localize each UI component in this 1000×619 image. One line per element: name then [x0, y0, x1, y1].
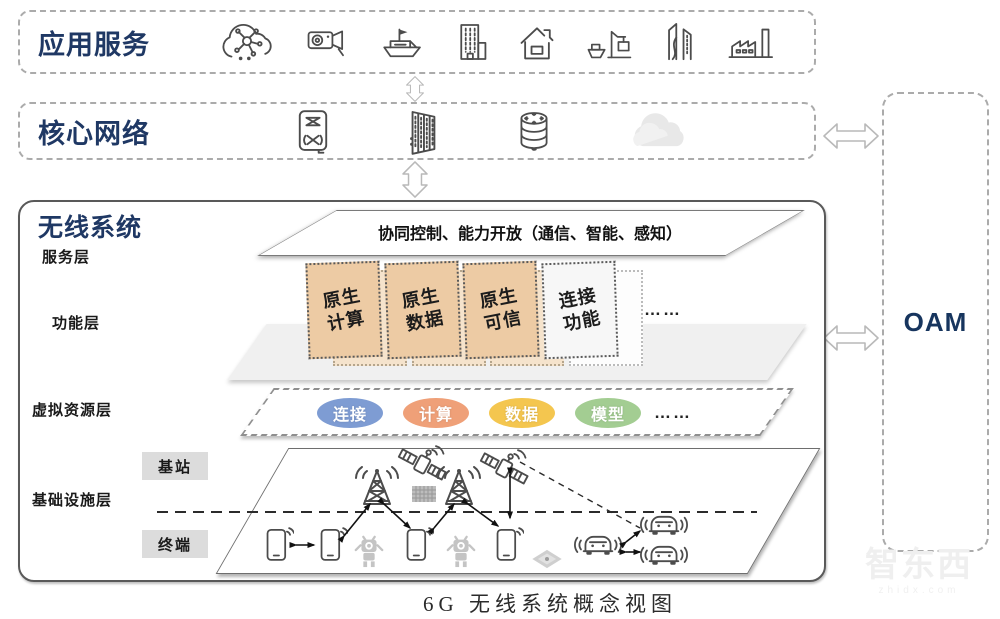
smartphone-icon: [264, 524, 294, 564]
hatch-block-icon: [412, 486, 436, 502]
core-network-title: 核心网络: [38, 118, 150, 149]
core-network-panel: 核心网络: [18, 102, 816, 160]
wireless-system-panel: 无线系统 服务层 功能层 虚拟资源层 基础设施层 基站 终端 协同控制、能力开放…: [18, 200, 826, 582]
connected-car-icon: [572, 530, 624, 558]
base-station-badge: 基站: [142, 452, 208, 480]
core-network-icons: [296, 107, 796, 155]
resource-oval-1: 连接: [317, 398, 383, 428]
function-ellipsis: ……: [644, 300, 682, 319]
smart-home-icon: [516, 22, 558, 62]
ship-icon: [378, 21, 428, 63]
oam-label: OAM: [903, 306, 968, 337]
smartphone-icon: [318, 524, 348, 564]
infrastructure-layer-label: 基础设施层: [32, 492, 113, 509]
figure-caption: 6G 无线系统概念视图: [423, 592, 677, 616]
radio-tower-icon: [352, 464, 402, 508]
service-banner-text: 协同控制、能力开放（通信、智能、感知）: [377, 226, 682, 243]
satellite-icon: [476, 448, 532, 486]
resource-oval-4: 模型: [575, 398, 641, 428]
watermark-url: zhidx.com: [878, 585, 960, 596]
resource-oval-2: 计算: [403, 398, 469, 428]
flow-arrow-wireless-oam: [823, 318, 879, 363]
server-rack-icon: [404, 107, 442, 155]
function-card-3: 原生可信: [462, 260, 564, 366]
cloud-network-icon: [216, 17, 278, 67]
network-switch-icon: [296, 108, 330, 154]
flow-arrow-core-oam: [823, 116, 879, 161]
application-services-icons: [216, 17, 796, 67]
robot-icon: [352, 532, 386, 570]
robot-icon: [444, 532, 478, 570]
oam-panel: OAM: [882, 92, 989, 552]
flow-arrow-core-wireless: [399, 161, 431, 203]
function-layer-label: 功能层: [52, 315, 101, 332]
surveillance-camera-icon: [305, 23, 351, 61]
office-building-icon: [455, 20, 489, 64]
factory-icon: [725, 22, 773, 62]
virtual-ellipsis: ……: [654, 403, 692, 422]
smart-city-icon: [660, 20, 698, 64]
wireless-system-title: 无线系统: [38, 214, 143, 242]
cloud-icon: [626, 110, 700, 152]
flow-arrow-app-core: [399, 76, 431, 107]
service-layer-label: 服务层: [42, 249, 91, 266]
smartphone-icon: [494, 524, 524, 564]
function-card-1: 原生计算: [305, 260, 407, 366]
application-services-panel: 应用服务: [18, 10, 816, 74]
function-card-4: 连接功能: [540, 260, 643, 366]
satellite-icon: [394, 444, 450, 482]
radio-tower-icon: [434, 464, 484, 508]
smartphone-icon: [404, 524, 434, 564]
terminal-badge: 终端: [142, 530, 208, 558]
port-crane-icon: [585, 21, 633, 63]
application-services-title: 应用服务: [38, 29, 150, 60]
database-icon: [516, 108, 552, 154]
watermark: 智东西 zhidx.com: [844, 548, 994, 596]
watermark-logo: 智东西: [865, 546, 973, 584]
connected-car-icon: [638, 510, 690, 538]
edge-chip-icon: [530, 548, 564, 570]
function-card-2: 原生数据: [383, 260, 486, 366]
connected-car-icon: [638, 540, 690, 568]
resource-oval-3: 数据: [489, 398, 555, 428]
virtual-resource-layer-label: 虚拟资源层: [32, 402, 113, 419]
